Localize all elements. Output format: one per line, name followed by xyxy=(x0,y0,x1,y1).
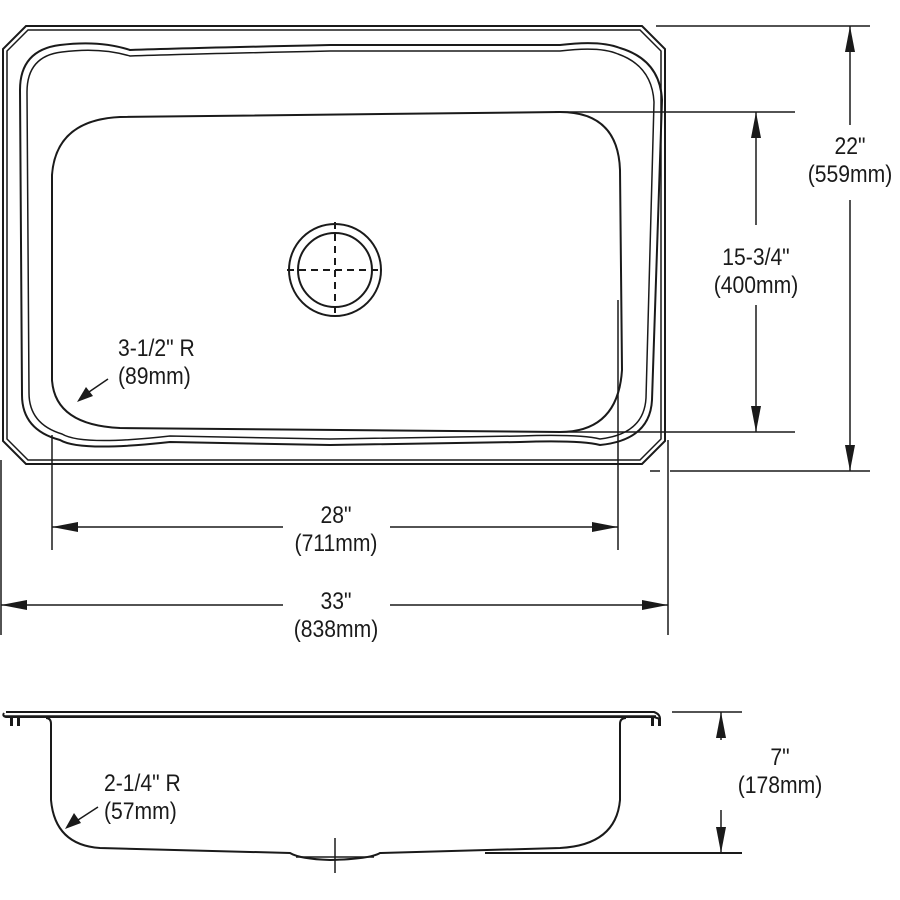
bowl-depth-label: 15-3/4" (400mm) xyxy=(703,244,809,300)
drain-crosshair-icon xyxy=(287,222,383,318)
overall-width-label: 33" (838mm) xyxy=(283,588,389,644)
overall-width-mm: (838mm) xyxy=(293,616,379,643)
dim-overall-width xyxy=(0,440,669,635)
side-depth-in: 7" xyxy=(770,744,790,771)
sink-side-view xyxy=(2,711,742,873)
bowl-depth-mm: (400mm) xyxy=(713,272,799,299)
dim-overall-depth xyxy=(650,25,870,472)
bowl-width-in: 28" xyxy=(320,502,352,529)
overall-depth-in: 22" xyxy=(834,133,866,160)
dim-side-depth xyxy=(672,711,742,853)
corner-radius-mm: (89mm) xyxy=(118,363,191,390)
bottom-radius-mm: (57mm) xyxy=(104,798,177,825)
leader-bottom-radius xyxy=(65,806,99,829)
bowl-width-mm: (711mm) xyxy=(294,530,378,557)
overall-depth-mm: (559mm) xyxy=(807,161,893,188)
overall-width-in: 33" xyxy=(320,588,352,615)
dim-bowl-width xyxy=(51,300,619,550)
bottom-radius-label: 2-1/4" R (57mm) xyxy=(104,770,181,826)
dim-bowl-depth xyxy=(555,111,795,433)
side-depth-mm: (178mm) xyxy=(737,772,823,799)
bowl-depth-in: 15-3/4" xyxy=(722,244,790,271)
bottom-radius-in: 2-1/4" R xyxy=(104,770,181,797)
bowl-width-label: 28" (711mm) xyxy=(283,502,389,558)
corner-radius-in: 3-1/2" R xyxy=(118,335,195,362)
side-depth-label: 7" (178mm) xyxy=(727,744,833,800)
sink-top-view xyxy=(2,25,666,465)
leader-corner-radius xyxy=(77,378,109,402)
corner-radius-label: 3-1/2" R (89mm) xyxy=(118,335,195,391)
overall-depth-label: 22" (559mm) xyxy=(797,133,900,189)
